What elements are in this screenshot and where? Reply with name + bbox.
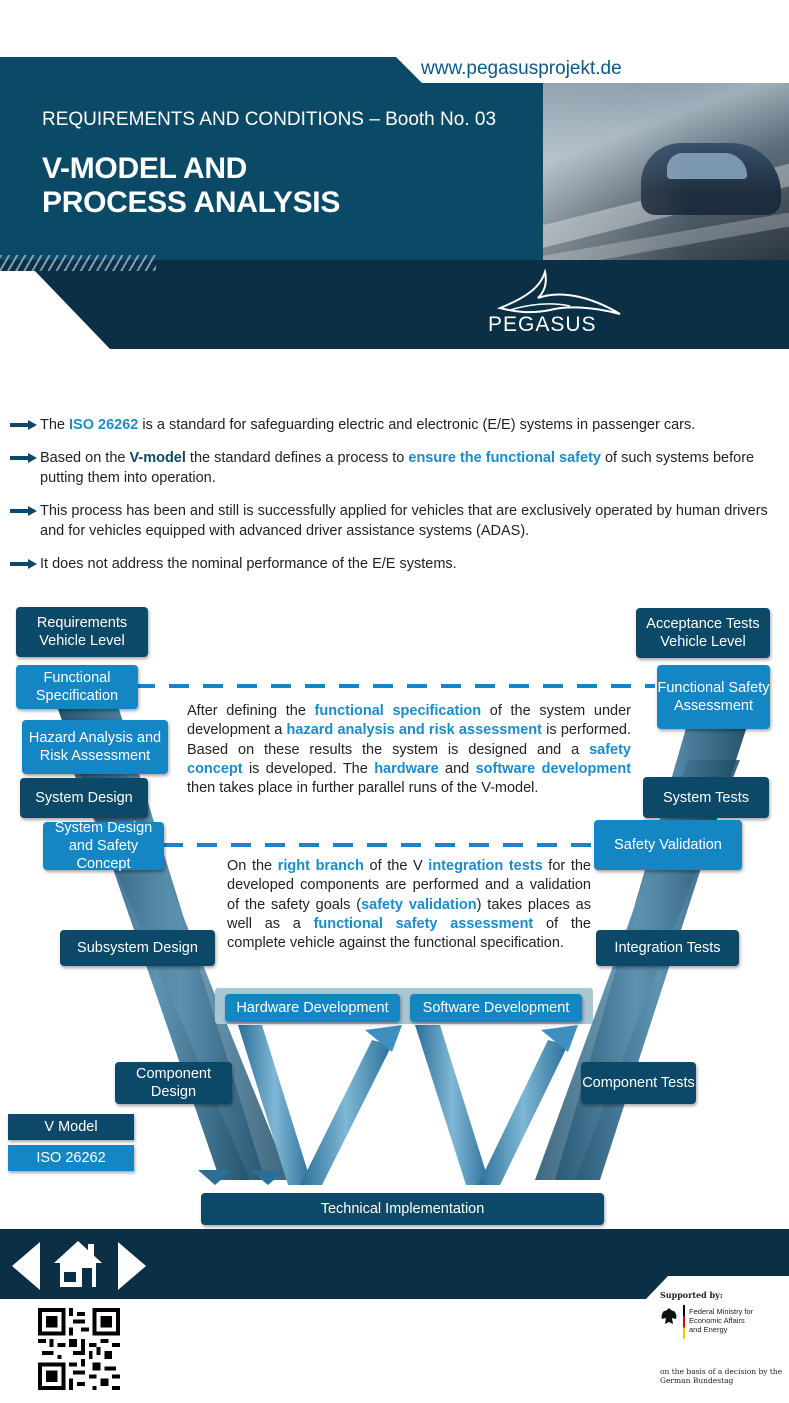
- hatch-decoration: [0, 255, 156, 271]
- footer-cut: [646, 1276, 789, 1299]
- integration-tests-box[interactable]: Integration Tests: [596, 930, 739, 966]
- hw-down-arrow: [238, 1025, 312, 1185]
- sw-up-arrow: [478, 1040, 568, 1185]
- next-arrow-icon[interactable]: [116, 1240, 148, 1292]
- system-design-safety-box[interactable]: System Design and Safety Concept: [43, 820, 164, 872]
- supported-by-block: Supported by: Federal Ministry for Econo…: [660, 1290, 782, 1385]
- website-link[interactable]: www.pegasusprojekt.de: [421, 58, 622, 79]
- component-design-box[interactable]: Component Design: [115, 1062, 232, 1104]
- arrow-right-icon: [10, 559, 37, 569]
- ministry-name: Federal Ministry for Economic Affairs an…: [689, 1307, 754, 1334]
- bullet-text: It does not address the nominal performa…: [40, 556, 457, 572]
- software-development-box[interactable]: Software Development: [410, 994, 582, 1022]
- url-tab: [396, 57, 789, 83]
- arrow-right-icon: [10, 420, 37, 430]
- title-line-2: PROCESS ANALYSIS: [42, 186, 341, 219]
- booth-label: REQUIREMENTS AND CONDITIONS – Booth No. …: [42, 109, 497, 130]
- logo-text: PEGASUS: [488, 313, 597, 336]
- tag-iso-26262[interactable]: ISO 26262: [8, 1145, 134, 1171]
- qr-code-icon[interactable]: [38, 1308, 120, 1390]
- hazard-analysis-box[interactable]: Hazard Analysis and Risk Assessment: [22, 720, 168, 774]
- page-title: V-MODEL AND PROCESS ANALYSIS: [42, 152, 340, 220]
- arrow-right-icon: [10, 453, 37, 463]
- sw-down-arrow: [415, 1025, 490, 1185]
- functional-spec-box[interactable]: Functional Specification: [16, 665, 138, 709]
- bundestag-decision: on the basis of a decision by the German…: [660, 1367, 783, 1385]
- tag-v-model[interactable]: V Model: [8, 1114, 134, 1140]
- pegasus-logo-icon: [496, 268, 621, 315]
- description-left: After defining the functional specificat…: [187, 703, 632, 797]
- home-icon[interactable]: [52, 1238, 104, 1290]
- german-flag-stripe: [683, 1305, 685, 1339]
- subsystem-design-box[interactable]: Subsystem Design: [60, 930, 215, 966]
- system-tests-box[interactable]: System Tests: [643, 777, 769, 818]
- header-dark-strip: [0, 260, 789, 349]
- bullet-text: Based on the V-model the standard define…: [40, 450, 755, 486]
- system-design-box[interactable]: System Design: [20, 778, 148, 818]
- hardware-development-box[interactable]: Hardware Development: [225, 994, 400, 1022]
- header-car-photo: [543, 83, 789, 260]
- component-tests-box[interactable]: Component Tests: [581, 1062, 696, 1104]
- bullet-text: This process has been and still is succe…: [40, 503, 768, 539]
- description-right: On the right branch of the V integration…: [227, 858, 591, 952]
- supported-by-label: Supported by:: [660, 1290, 723, 1300]
- arrow-right-icon: [10, 506, 37, 516]
- technical-implementation-box[interactable]: Technical Implementation: [201, 1193, 604, 1225]
- title-line-1: V-MODEL AND: [42, 152, 248, 185]
- acceptance-tests-box[interactable]: Acceptance Tests Vehicle Level: [636, 608, 770, 658]
- prev-arrow-icon[interactable]: [10, 1240, 42, 1292]
- req-vehicle-level-box[interactable]: Requirements Vehicle Level: [16, 607, 148, 657]
- federal-eagle-icon: [661, 1308, 677, 1324]
- safety-validation-box[interactable]: Safety Validation: [594, 820, 742, 870]
- hw-up-arrow: [300, 1040, 392, 1185]
- bullet-text: The ISO 26262 is a standard for safeguar…: [40, 417, 696, 433]
- functional-safety-box[interactable]: Functional Safety Assessment: [657, 665, 770, 729]
